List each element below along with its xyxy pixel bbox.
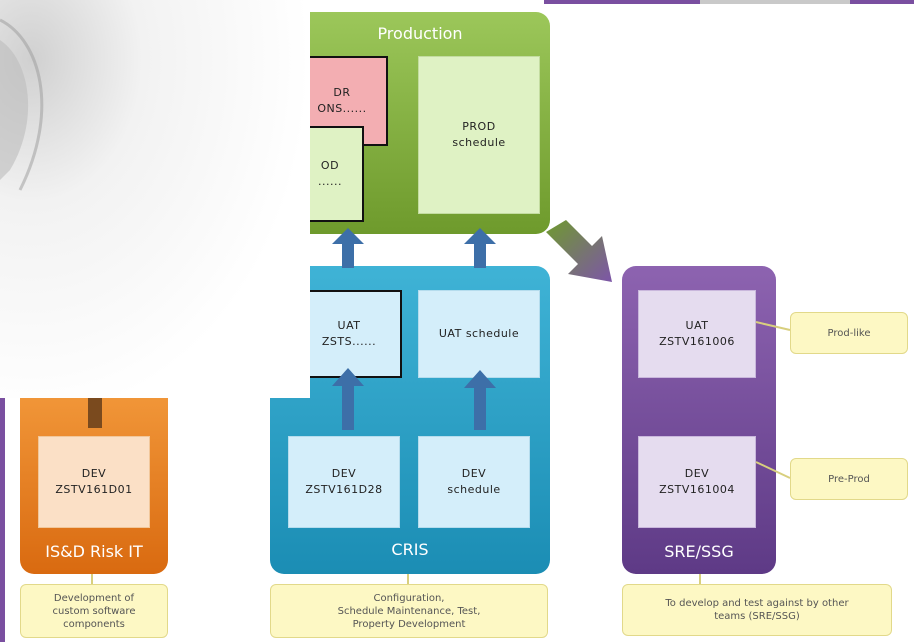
decorative-swirl bbox=[0, 0, 310, 398]
overlay-image-panel bbox=[0, 0, 310, 398]
top-accent-light bbox=[700, 0, 850, 4]
sre-dev-box: DEV ZSTV161004 bbox=[638, 436, 756, 528]
callout-pre-prod: Pre-Prod bbox=[790, 458, 908, 500]
cris-uat-schedule-box: UAT schedule bbox=[418, 290, 540, 378]
sre-title: SRE/SSG bbox=[664, 542, 734, 561]
cris-dev-box: DEV ZSTV161D28 bbox=[288, 436, 400, 528]
cris-title: CRIS bbox=[391, 540, 429, 559]
arrow-diagonal-icon bbox=[546, 220, 612, 282]
left-accent-bar bbox=[0, 390, 5, 642]
arrow-up-icon bbox=[464, 228, 496, 268]
arrow-up-icon bbox=[464, 370, 496, 430]
cris-dev-schedule-box: DEV schedule bbox=[418, 436, 530, 528]
cris-uat-box: UAT ZSTS...... bbox=[296, 290, 402, 378]
callout-prod-like: Prod-like bbox=[790, 312, 908, 354]
isd-connector bbox=[88, 392, 102, 428]
arrow-up-icon bbox=[332, 228, 364, 268]
callout-pointer bbox=[755, 321, 791, 331]
callout-isd: Development of custom software component… bbox=[20, 584, 168, 638]
production-title: Production bbox=[377, 24, 463, 43]
callout-pointer bbox=[755, 461, 791, 479]
arrow-up-icon bbox=[332, 368, 364, 430]
callout-sre: To develop and test against by other tea… bbox=[622, 584, 892, 636]
callout-cris: Configuration, Schedule Maintenance, Tes… bbox=[270, 584, 548, 638]
isd-dev-box: DEV ZSTV161D01 bbox=[38, 436, 150, 528]
sre-uat-box: UAT ZSTV161006 bbox=[638, 290, 756, 378]
isd-title: IS&D Risk IT bbox=[45, 542, 143, 561]
prod-schedule-box: PROD schedule bbox=[418, 56, 540, 214]
